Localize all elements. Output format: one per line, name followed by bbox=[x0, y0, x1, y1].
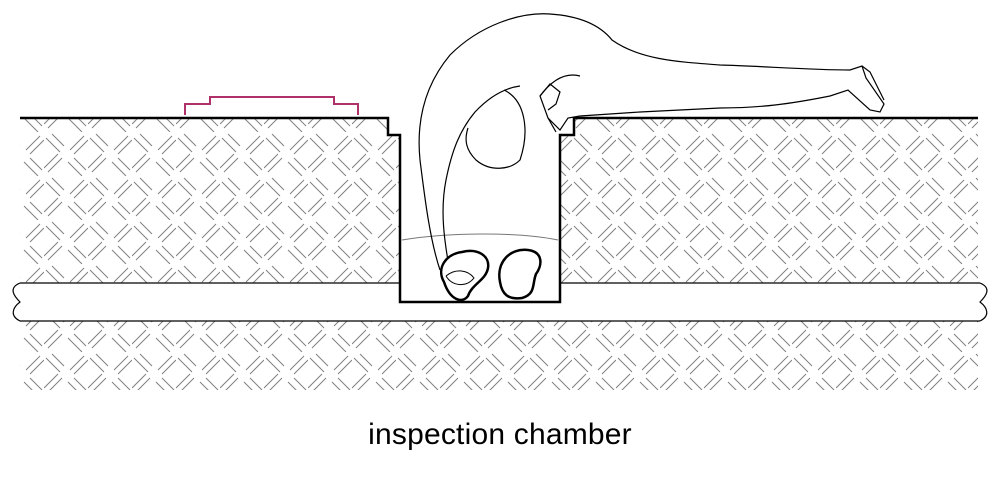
ground-and-chamber bbox=[20, 116, 978, 304]
drain-pipe bbox=[12, 282, 988, 322]
manhole-cover-icon bbox=[184, 96, 359, 115]
soil-hatch bbox=[20, 118, 978, 390]
person-kneeling-icon bbox=[418, 13, 885, 273]
stone-left-icon bbox=[439, 249, 490, 302]
hand-outline bbox=[445, 270, 475, 285]
chamber-water-line bbox=[401, 233, 559, 241]
stone-right-icon bbox=[498, 248, 542, 300]
diagram-caption: inspection chamber bbox=[368, 418, 632, 451]
